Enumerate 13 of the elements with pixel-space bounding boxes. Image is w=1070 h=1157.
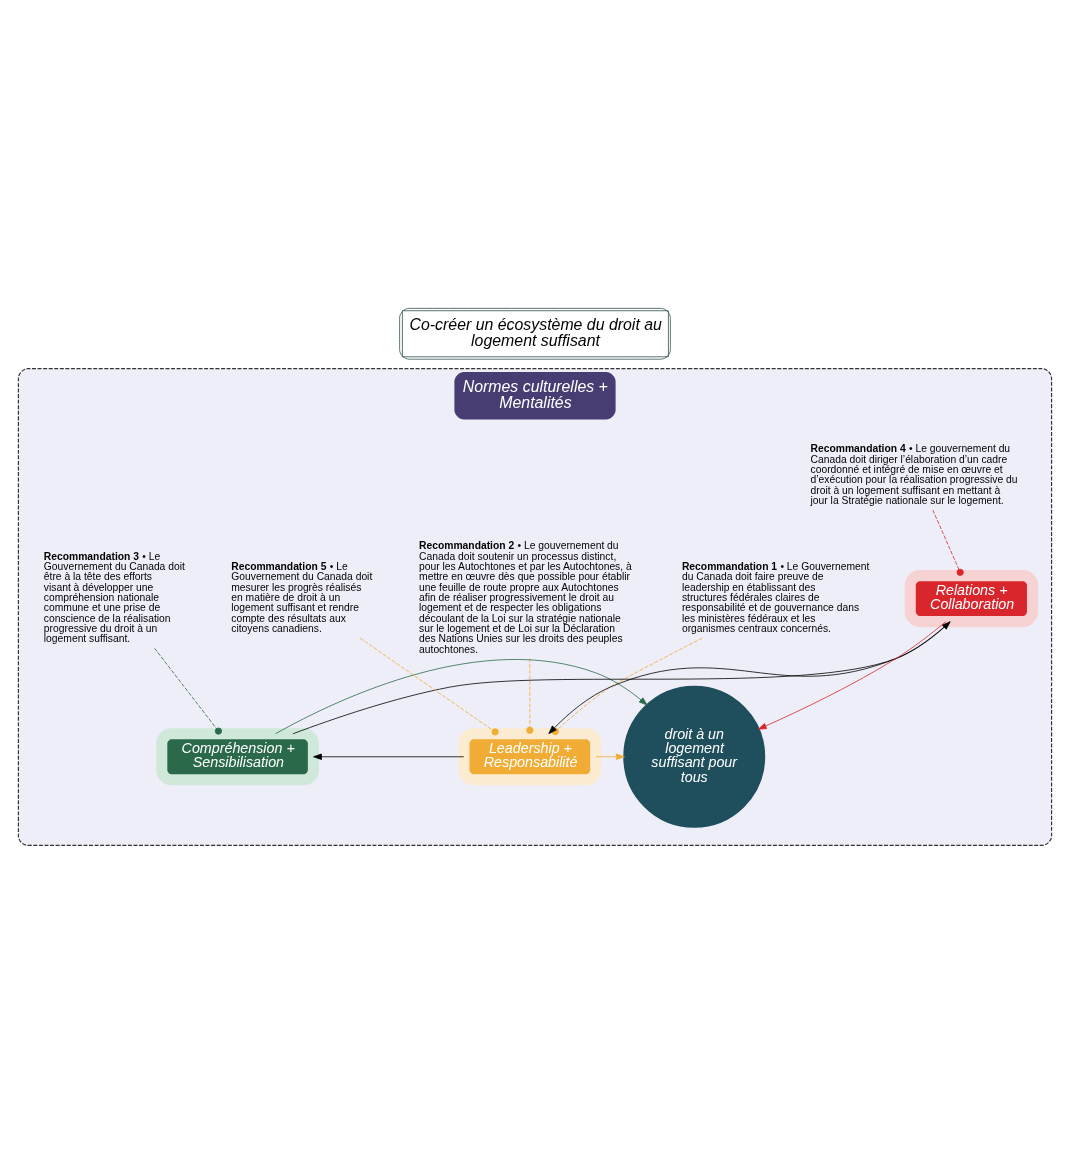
diagram-title: Co-créer un écosystème du droit au logement suffisant [409, 315, 662, 349]
node-text: Recommandation 3 • Le Gouvernement du Canada doit être à la tête des efforts visant à développer une compréhension nationale commune et une prise de conscience de la réalisation progressive du droit à un logement suffisant. [43, 550, 185, 645]
node-text: Recommandation 2 • Le gouvernement du Canada doit soutenir un processus distinct, pour les Autochtones et par les Autochtones, à mettre en œuvre dès que possible pour établir une feuille de route propre aux Autochtones afin de réaliser progressivement le droit au logement et de respecter les obligations découlant de la Loi sur la stratégie nationale sur le logement et de Loi sur la Déclaration des Nations Unies sur les droits des peuples autochtones. [419, 540, 632, 655]
connector [359, 637, 499, 736]
node-text: Recommandation 5 • Le Gouvernement du Canada doit mesurer les progrès réalisés en matière de droit à un logement suffisant et rendre compte des résultats aux citoyens canadiens. [231, 560, 373, 634]
node-text: Recommandation 1 • Le Gouvernement du Canada doit faire preuve de leadership en établissant des structures fédérales claires de responsabilité et de gouvernance dans les ministères fédéraux et les organismes centraux concernés. [681, 560, 870, 634]
connector [932, 509, 964, 576]
arrow [757, 621, 947, 730]
connector [154, 647, 222, 735]
node-text: Recommandation 4 • Le gouvernement du Canada doit diriger l’élaboration d’un cadre coordonné et intégré de mise en œuvre et d’exécution pour la réalisation progressive du droit à un logement suffisant en mettant à jour la Stratégie nationale sur le logement. [810, 443, 1018, 507]
arrow [595, 753, 625, 760]
connector [526, 658, 534, 734]
arrow [313, 753, 465, 760]
